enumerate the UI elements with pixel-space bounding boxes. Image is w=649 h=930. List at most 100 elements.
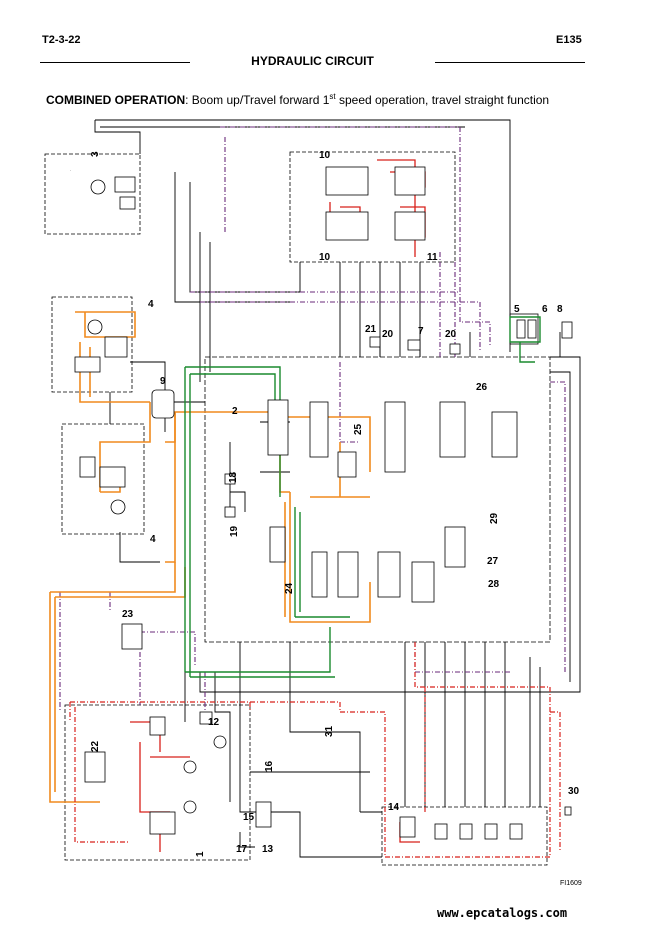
frame-pump (64, 704, 251, 861)
spool-arm (384, 401, 406, 473)
solenoid-e (509, 823, 523, 840)
spool-swing (337, 551, 359, 598)
caption-label: COMBINED OPERATION (46, 93, 186, 107)
swing-motor-symbol (90, 179, 106, 195)
frame-travel-motor-left (51, 296, 133, 393)
pilot-valve-lower (325, 211, 369, 241)
callout-c29: 29 (489, 512, 500, 524)
components (74, 166, 573, 840)
filter-symbol (561, 321, 573, 339)
callout-c14: 14 (388, 802, 400, 813)
valve-23 (121, 623, 143, 650)
spool-travel-straight (444, 526, 466, 568)
callout-c23: 23 (122, 609, 134, 620)
callout-c10a: 10 (319, 150, 331, 161)
pump-symbol-lower (183, 800, 197, 814)
frame-control-valve (204, 356, 551, 643)
pump-symbol-upper (183, 760, 197, 774)
return-lines-green (184, 316, 541, 678)
svg-text:·: · (70, 169, 71, 173)
frame-solenoid-block (381, 806, 548, 866)
callout-c24: 24 (284, 582, 295, 594)
page-code: T2-3-22 (42, 34, 81, 46)
pressure-sensor (213, 735, 227, 749)
sensor-19 (224, 506, 236, 518)
travel-pilot-lower (394, 211, 426, 241)
callout-c16: 16 (264, 760, 275, 772)
callout-c12: 12 (208, 717, 220, 728)
callout-c4a: 4 (148, 299, 154, 310)
title-rule-left (40, 62, 190, 63)
callout-c2: 2 (232, 406, 238, 417)
callout-c21: 21 (365, 324, 377, 335)
spool-24-left (269, 526, 286, 563)
title-rule-right (435, 62, 585, 63)
caption-sup: st (329, 92, 336, 101)
caption: COMBINED OPERATION: Boom up/Travel forwa… (46, 92, 549, 107)
callout-c4b: 4 (150, 534, 156, 545)
callout-c17: 17 (236, 844, 248, 855)
accumulator-cell-a (516, 319, 526, 339)
frame-pilot-valves (289, 151, 456, 263)
solenoid-c (459, 823, 473, 840)
component-frames (44, 151, 551, 866)
spool-26 (491, 411, 518, 458)
travel-motor-right-symbol (110, 499, 126, 515)
red-dashed-lines (69, 642, 561, 858)
callout-c10b: 10 (319, 252, 331, 263)
check-valve-21 (369, 336, 381, 348)
spool-2 (267, 399, 289, 456)
callout-c3: 3 (90, 151, 101, 157)
title-row: HYDRAULIC CIRCUIT (40, 54, 585, 72)
travel-pilot-upper (394, 166, 426, 196)
figure-code: FI1609 (560, 880, 582, 887)
spool-27 (411, 561, 435, 603)
callout-c15: 15 (243, 812, 255, 823)
center-joint (151, 389, 175, 419)
solenoid-b (434, 823, 448, 840)
travel-brake-left (74, 356, 101, 373)
frame-swing-motor (44, 153, 141, 235)
callout-c18: 18 (228, 471, 239, 483)
callout-c20b: 20 (445, 329, 457, 340)
spool-boom (309, 401, 329, 458)
spool-arm-2 (377, 551, 401, 598)
solenoid-7 (407, 339, 421, 351)
callout-c30: 30 (568, 786, 580, 797)
check-valve-20 (449, 343, 461, 355)
pump-reg-upper (149, 716, 166, 736)
callout-c7: 7 (418, 326, 424, 337)
callout-c22: 22 (90, 740, 101, 752)
spool-25 (337, 451, 357, 478)
callout-c27: 27 (487, 556, 499, 567)
travel-brake-right (79, 456, 96, 478)
spool-bucket (439, 401, 466, 458)
travel-motor-left-symbol (87, 319, 103, 335)
callout-c31: 31 (324, 725, 335, 737)
travel-valve-left (104, 336, 128, 358)
callout-c19: 19 (229, 525, 240, 537)
page-title: HYDRAULIC CIRCUIT (251, 54, 374, 68)
solenoid-14 (399, 816, 416, 838)
pilot-valve-upper (325, 166, 369, 196)
callout-c26: 26 (476, 382, 488, 393)
callout-c8: 8 (557, 304, 563, 315)
caption-text-b: speed operation, travel straight functio… (335, 93, 550, 107)
callout-c5: 5 (514, 304, 520, 315)
callout-c28: 28 (488, 579, 500, 590)
sensor-30 (564, 806, 572, 816)
solenoid-d (484, 823, 498, 840)
travel-valve-right (99, 466, 126, 488)
sensor-18 (224, 473, 236, 485)
callout-c1: 1 (195, 851, 206, 857)
callout-c25: 25 (353, 423, 364, 435)
pilot-pump-12 (199, 711, 213, 725)
spool-24-right (311, 551, 328, 598)
hydraulic-circuit-diagram: · 12344567891010111213141516171819202021… (44, 119, 581, 866)
model-code: E135 (556, 34, 582, 46)
pump-reg-lower (149, 811, 176, 835)
tank-13 (255, 801, 272, 828)
tiny-component-labels: · (70, 169, 71, 173)
callout-c20a: 20 (382, 329, 394, 340)
callout-c9: 9 (160, 376, 166, 387)
